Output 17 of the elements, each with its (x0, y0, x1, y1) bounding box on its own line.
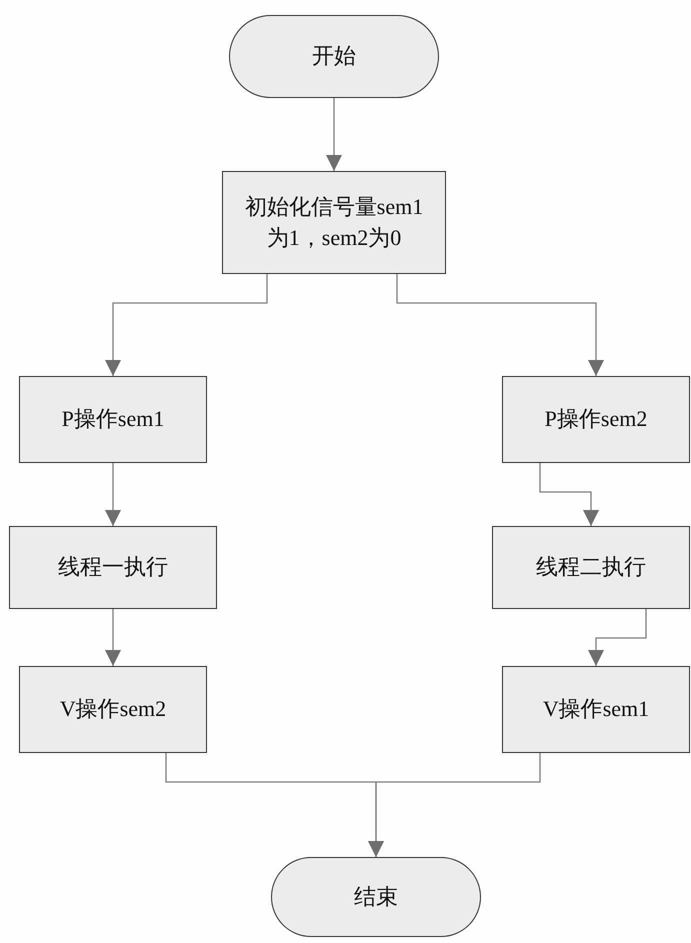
process-box: V操作sem2 (19, 666, 207, 753)
process-box: 线程一执行 (9, 526, 217, 609)
process-box: 初始化信号量sem1为1，sem2为0 (222, 171, 446, 274)
arrow (588, 609, 647, 666)
terminal-box: 结束 (271, 857, 481, 937)
process-box: V操作sem1 (502, 666, 690, 753)
arrow (539, 463, 599, 526)
arrow (105, 609, 121, 666)
arrow (326, 98, 342, 171)
process-box: P操作sem2 (502, 376, 690, 463)
process-box: 线程二执行 (492, 526, 690, 609)
arrow (396, 274, 604, 376)
arrow (105, 274, 268, 376)
arrow (105, 463, 121, 526)
process-box: P操作sem1 (19, 376, 207, 463)
arrow (368, 753, 541, 857)
terminal-box: 开始 (229, 15, 439, 98)
